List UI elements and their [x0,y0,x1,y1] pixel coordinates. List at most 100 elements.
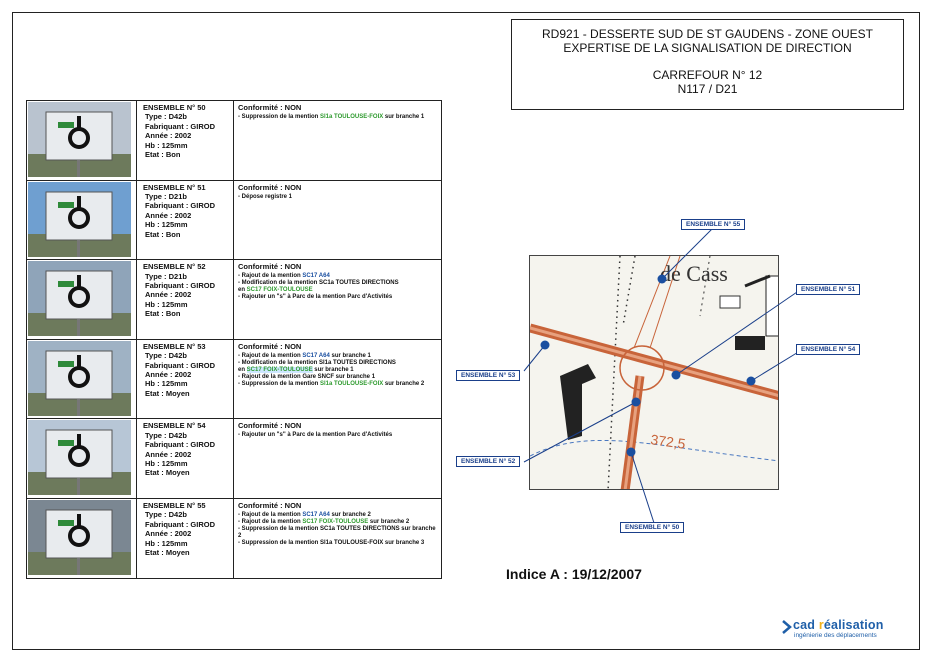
ensemble-conformity-cell: Conformité : NON- Rajout de la mention S… [233,338,442,420]
ensemble-name: ENSEMBLE N° 51 [143,182,206,192]
chevron-logo-icon [782,620,792,634]
ensemble-photo-cell [26,418,137,499]
ensemble-conformity-cell: Conformité : NON- Dépose registre 1 [233,179,442,261]
callout-ensemble-53: ENSEMBLE N° 53 [456,370,521,381]
conformity-action: - Rajout de la mention SC17 A64 [238,273,330,280]
ensemble-photo-cell [26,497,137,579]
ensemble-conformity-cell: Conformité : NON - Suppression de la ment… [233,100,442,181]
ensemble-year: Année : 2002 [145,370,192,379]
conformity-status: Conformité : NON [238,500,302,510]
ensemble-manufacturer: Fabriquant : GIROD [145,121,215,131]
ensemble-hb: Hb : 125mm [145,140,188,150]
conformity-action: - Suppression de la mention SC1a TOUTES … [238,525,436,539]
logo-tagline: ingénierie des déplacements [794,632,877,639]
map-drawing: de Cass 372,5 [530,256,778,489]
sign-photo [28,420,131,496]
sign-photo [28,499,131,575]
conformity-action: - Suppression de la mention Sl1a TOULOUS… [238,380,425,387]
ensemble-hb: Hb : 125mm [145,220,188,230]
sign-photo [28,261,131,337]
ensemble-conformity-cell: Conformité : NON- Rajout de la mention S… [233,497,442,579]
ensemble-hb: Hb : 125mm [145,538,188,548]
ensemble-conformity-cell: Conformité : NON- Rajouter un "s" à Parc… [233,418,442,499]
conformity-action: en SC17 FOIX-TOULOUSE sur branche 1 [238,366,354,373]
ensemble-conformity-cell: Conformité : NON- Rajout de la mention S… [233,259,442,340]
ensemble-name: ENSEMBLE N° 55 [143,500,206,510]
title-line-3: CARREFOUR N° 12 [652,68,763,82]
ensemble-name: ENSEMBLE N° 52 [143,262,206,272]
conformity-action: - Rajout de la mention SC17 A64 sur bran… [238,511,371,518]
conformity-status: Conformité : NON [238,103,302,112]
title-line-1: RD921 - DESSERTE SUD DE ST GAUDENS - ZON… [542,27,873,41]
ensemble-hb: Hb : 125mm [145,299,188,309]
conformity-action: - Rajouter un "s" à Parc de la mention P… [238,294,393,301]
ensemble-type: Type : D42b [145,351,187,361]
conformity-action: - Modification de la mention SC1a TOUTES… [238,280,399,287]
ensemble-photo-cell [26,179,137,261]
ensemble-photo-cell [26,259,137,340]
conformity-action: - Dépose registre 1 [238,193,293,200]
conformity-status: Conformité : NON [238,421,302,431]
conformity-status: Conformité : NON [238,182,302,192]
ensemble-name: ENSEMBLE N° 54 [143,421,206,431]
ensemble-year: Année : 2002 [145,529,192,539]
map-elevation-label: 372,5 [650,431,687,452]
conformity-status: Conformité : NON [238,262,302,272]
ensemble-year: Année : 2002 [145,449,192,459]
callout-ensemble-51: ENSEMBLE N° 51 [796,284,861,295]
ensemble-manufacturer: Fabriquant : GIROD [145,519,215,529]
callout-ensemble-50: ENSEMBLE N° 50 [620,522,685,533]
conformity-action: - Suppression de la mention Sl1a TOULOUS… [238,539,425,546]
ensemble-manufacturer: Fabriquant : GIROD [145,440,215,450]
conformity-status: Conformité : NON [238,341,302,351]
callout-ensemble-54: ENSEMBLE N° 54 [796,344,861,355]
ensemble-manufacturer: Fabriquant : GIROD [145,281,215,290]
revision-index: Indice A : 19/12/2007 [506,566,642,582]
ensemble-manufacturer: Fabriquant : GIROD [145,360,215,370]
conformity-action: en SC17 FOIX-TOULOUSE [238,287,313,294]
company-logo: cad réalisation ingénierie des déplaceme… [782,618,912,642]
ensemble-type: Type : D42b [145,430,187,440]
title-line-2: EXPERTISE DE LA SIGNALISATION DE DIRECTI… [563,41,852,55]
map-extract: de Cass 372,5 [529,255,779,490]
title-line-4: N117 / D21 [677,82,738,96]
ensemble-hb: Hb : 125mm [145,459,188,468]
ensemble-state: Etat : Moyen [145,468,190,478]
sign-photo [28,340,131,416]
ensemble-photo-cell [26,100,137,181]
ensemble-state: Etat : Bon [145,309,181,319]
ensemble-year: Année : 2002 [145,131,192,141]
map-place-label: de Cass [660,261,728,286]
ensemble-manufacturer: Fabriquant : GIROD [145,201,215,211]
conformity-action: - Modification de la mention Sl1a TOUTES… [238,359,396,366]
ensemble-hb: Hb : 125mm [145,379,188,389]
conformity-action: - Rajout de la mention Gare SNCF sur bra… [238,373,376,380]
ensemble-year: Année : 2002 [145,290,192,300]
page-frame [12,12,920,650]
title-block: RD921 - DESSERTE SUD DE ST GAUDENS - ZON… [511,19,904,110]
ensemble-name: ENSEMBLE N° 50 [143,103,206,112]
ensemble-state: Etat : Moyen [145,548,190,557]
conformity-action: - Rajouter un "s" à Parc de la mention P… [238,432,393,439]
callout-ensemble-52: ENSEMBLE N° 52 [456,456,521,467]
ensemble-name: ENSEMBLE N° 53 [143,341,206,351]
ensemble-type: Type : D42b [145,112,187,122]
ensemble-photo-cell [26,338,137,420]
sign-photo [28,102,131,177]
ensemble-state: Etat : Bon [145,150,181,160]
ensemble-type: Type : D42b [145,510,187,520]
sign-photo [28,181,131,257]
conformity-action: - Suppression de la mention Sl1a TOULOUS… [238,114,425,120]
ensemble-type: Type : D21b [145,271,187,281]
